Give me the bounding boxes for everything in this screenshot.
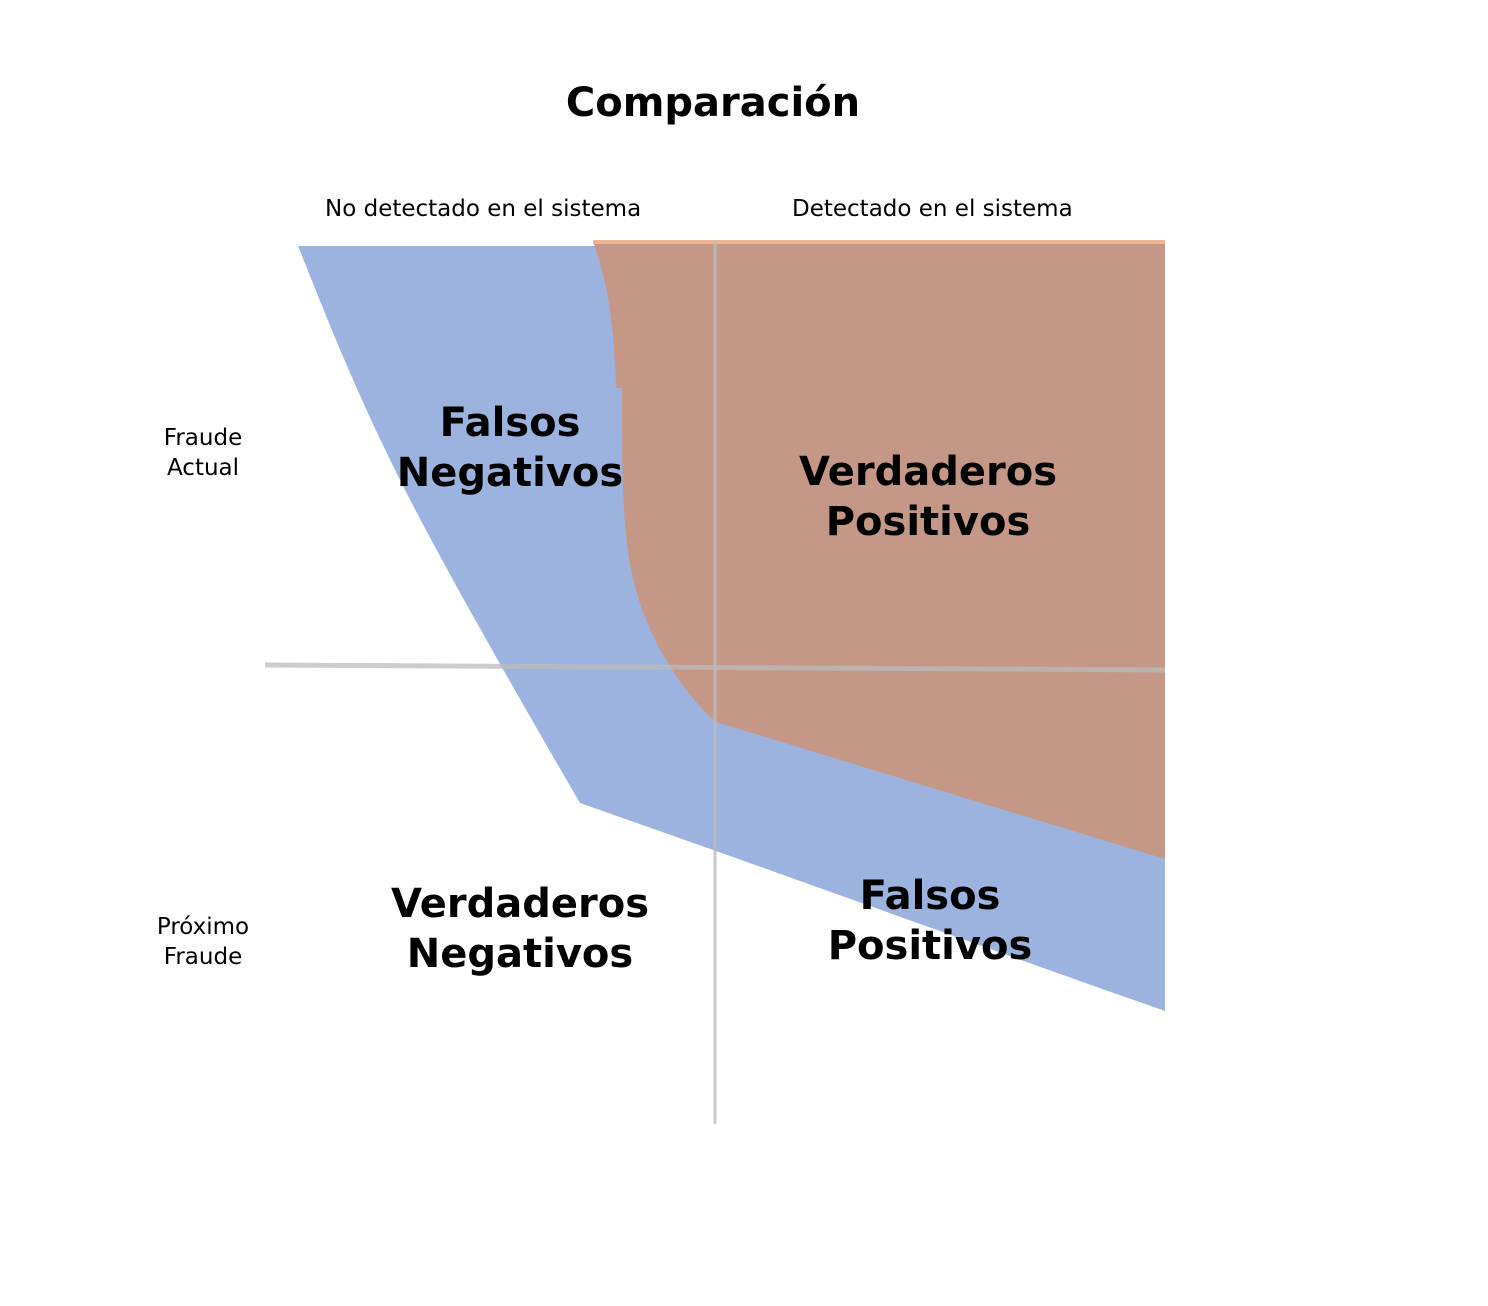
- quadrant-label-line: Falsos: [859, 873, 1001, 919]
- quadrant-label-line: Verdaderos: [390, 881, 650, 927]
- row-header-next-fraud: Próximo Fraude: [143, 912, 263, 972]
- quadrant-label-line: Positivos: [827, 923, 1033, 969]
- quadrant-false-positives: Falsos Positivos: [770, 871, 1090, 971]
- row-header-line: Actual: [166, 455, 240, 481]
- quadrant-label-line: Negativos: [396, 450, 624, 496]
- quadrant-label-line: Positivos: [825, 499, 1031, 545]
- quadrant-true-negatives: Verdaderos Negativos: [360, 879, 680, 979]
- row-header-line: Fraude: [163, 425, 243, 451]
- diagram-title: Comparación: [565, 80, 861, 126]
- quadrant-label-line: Verdaderos: [798, 449, 1058, 495]
- quadrant-true-positives: Verdaderos Positivos: [768, 447, 1088, 547]
- row-header-actual-fraud: Fraude Actual: [143, 423, 263, 483]
- row-header-line: Próximo: [156, 914, 250, 940]
- quadrant-false-negatives: Falsos Negativos: [350, 398, 670, 498]
- column-header-not-detected: No detectado en el sistema: [325, 196, 642, 222]
- row-header-line: Fraude: [163, 944, 243, 970]
- detected-region: [593, 241, 1165, 859]
- quadrant-label-line: Falsos: [439, 400, 581, 446]
- column-header-detected: Detectado en el sistema: [792, 196, 1073, 222]
- quadrant-label-line: Negativos: [406, 931, 634, 977]
